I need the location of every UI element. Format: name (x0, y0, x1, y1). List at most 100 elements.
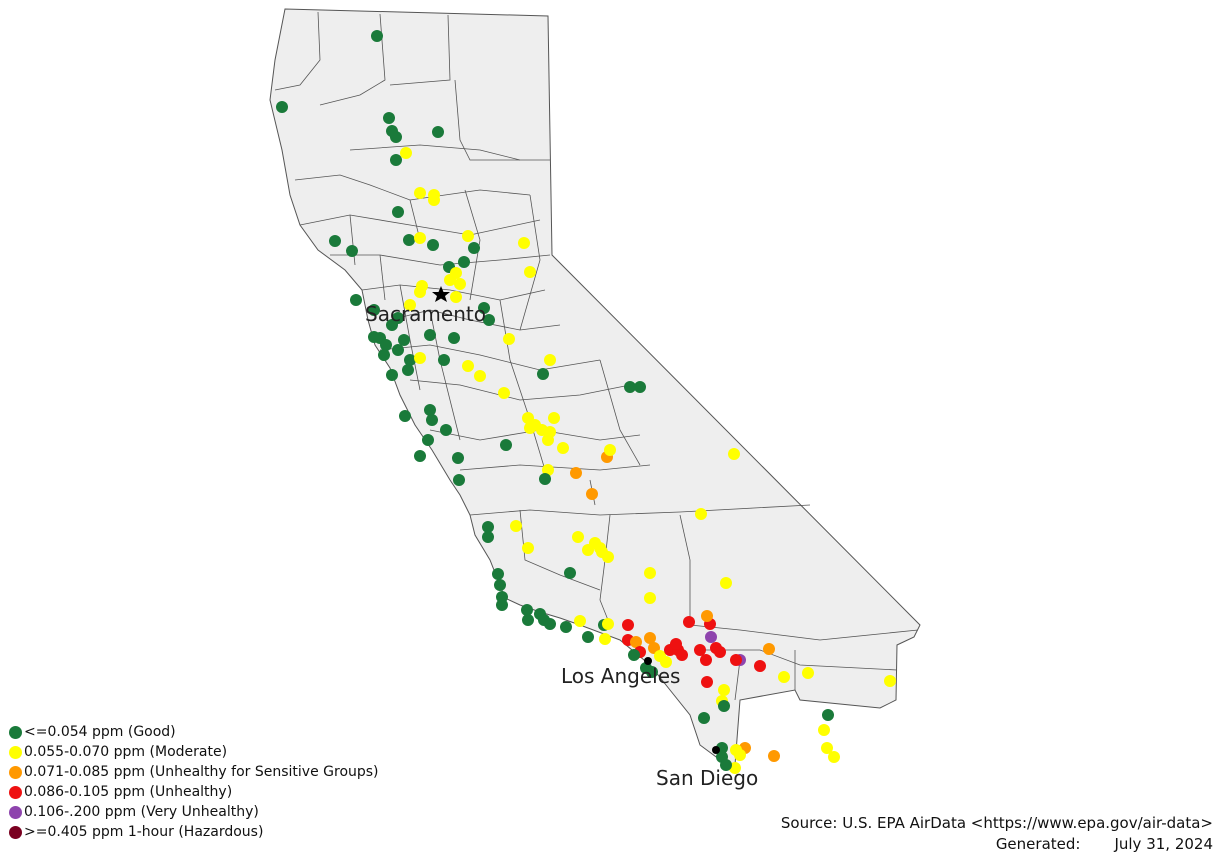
monitor-site-usg (630, 636, 642, 648)
red-dot-icon (9, 785, 22, 799)
monitor-site-good (483, 314, 495, 326)
monitor-site-moderate (778, 671, 790, 683)
monitor-site-moderate (450, 291, 462, 303)
monitor-site-good (350, 294, 362, 306)
monitor-site-moderate (599, 633, 611, 645)
generated-row: Generated: July 31, 2024 (781, 834, 1213, 855)
monitor-site-good (276, 101, 288, 113)
monitor-site-good (482, 521, 494, 533)
monitor-site-good (582, 631, 594, 643)
monitor-site-unhealthy (730, 654, 742, 666)
monitor-site-usg (586, 488, 598, 500)
monitor-site-good (392, 206, 404, 218)
monitor-site-good (452, 452, 464, 464)
city-markers: Sacramento Los Angeles San Diego (365, 286, 758, 790)
monitor-site-good (448, 332, 460, 344)
city-label-san-diego: San Diego (656, 766, 758, 790)
monitor-site-usg (570, 467, 582, 479)
yellow-dot-icon (9, 745, 22, 759)
monitor-site-good (482, 531, 494, 543)
monitor-site-moderate (602, 618, 614, 630)
city-label-sacramento: Sacramento (365, 302, 486, 326)
monitor-site-good (492, 568, 504, 580)
monitor-site-good (404, 354, 416, 366)
monitor-site-moderate (474, 370, 486, 382)
monitor-site-moderate (503, 333, 515, 345)
monitor-site-good (368, 331, 380, 343)
monitor-site-moderate (524, 266, 536, 278)
monitor-site-good (414, 450, 426, 462)
monitor-site-moderate (444, 274, 456, 286)
monitor-site-good (494, 579, 506, 591)
monitor-site-good (646, 666, 658, 678)
monitor-site-moderate (728, 448, 740, 460)
monitor-site-unhealthy (700, 654, 712, 666)
monitor-site-good (346, 245, 358, 257)
monitor-site-good (329, 235, 341, 247)
monitor-site-unhealthy (670, 638, 682, 650)
monitor-site-good (402, 364, 414, 376)
monitor-site-good (390, 154, 402, 166)
monitor-site-good (521, 604, 533, 616)
monitor-site-good (478, 302, 490, 314)
monitor-site-moderate (414, 352, 426, 364)
monitor-site-moderate (884, 675, 896, 687)
legend: <=0.054 ppm (Good) 0.055-0.070 ppm (Mode… (9, 722, 379, 842)
monitor-site-good (399, 410, 411, 422)
monitor-site-good (371, 30, 383, 42)
monitor-site-good (392, 312, 404, 324)
monitor-site-good (398, 334, 410, 346)
legend-item-good: <=0.054 ppm (Good) (9, 722, 379, 742)
monitor-site-unhealthy (701, 676, 713, 688)
monitor-site-moderate (604, 444, 616, 456)
monitor-site-moderate (574, 615, 586, 627)
city-label-los-angeles: Los Angeles (561, 664, 680, 688)
monitor-site-good (453, 474, 465, 486)
legend-item-usg: 0.071-0.085 ppm (Unhealthy for Sensitive… (9, 762, 379, 782)
monitor-site-usg (768, 750, 780, 762)
monitor-site-moderate (462, 230, 474, 242)
monitor-site-good (624, 381, 636, 393)
monitor-site-usg (701, 610, 713, 622)
maroon-dot-icon (9, 825, 22, 839)
monitor-site-moderate (400, 147, 412, 159)
monitor-site-very-unhealthy (705, 631, 717, 643)
legend-item-unhealthy: 0.086-0.105 ppm (Unhealthy) (9, 782, 379, 802)
legend-item-hazardous: >=0.405 ppm 1-hour (Hazardous) (9, 822, 379, 842)
monitor-site-moderate (404, 299, 416, 311)
monitor-site-moderate (548, 412, 560, 424)
monitor-site-good (390, 131, 402, 143)
monitor-site-good (427, 239, 439, 251)
monitor-site-moderate (414, 286, 426, 298)
legend-label: 0.071-0.085 ppm (Unhealthy for Sensitive… (24, 764, 379, 780)
monitor-site-good (544, 618, 556, 630)
monitor-site-good (560, 621, 572, 633)
monitor-site-good (628, 649, 640, 661)
monitor-site-unhealthy (683, 616, 695, 628)
monitor-site-good (458, 256, 470, 268)
monitor-site-good (392, 344, 404, 356)
monitor-site-good (522, 614, 534, 626)
monitor-site-good (564, 567, 576, 579)
los-angeles-star-icon (644, 657, 652, 665)
monitor-site-moderate (828, 751, 840, 763)
legend-item-very-unhealthy: 0.106-.200 ppm (Very Unhealthy) (9, 802, 379, 822)
monitor-site-moderate (518, 237, 530, 249)
monitor-site-moderate (462, 360, 474, 372)
monitor-site-good (422, 434, 434, 446)
monitor-site-moderate (718, 684, 730, 696)
purple-dot-icon (9, 805, 22, 819)
legend-item-moderate: 0.055-0.070 ppm (Moderate) (9, 742, 379, 762)
generated-label: Generated: (995, 835, 1081, 853)
orange-dot-icon (9, 765, 22, 779)
monitor-site-moderate (454, 278, 466, 290)
monitor-sites (276, 30, 896, 774)
monitor-site-moderate (602, 551, 614, 563)
monitor-site-moderate (414, 187, 426, 199)
county-borders (274, 11, 919, 701)
source-note: Source: U.S. EPA AirData <https://www.ep… (781, 813, 1213, 855)
monitor-site-moderate (644, 592, 656, 604)
source-text: Source: U.S. EPA AirData <https://www.ep… (780, 814, 1213, 832)
monitor-site-good (424, 404, 436, 416)
